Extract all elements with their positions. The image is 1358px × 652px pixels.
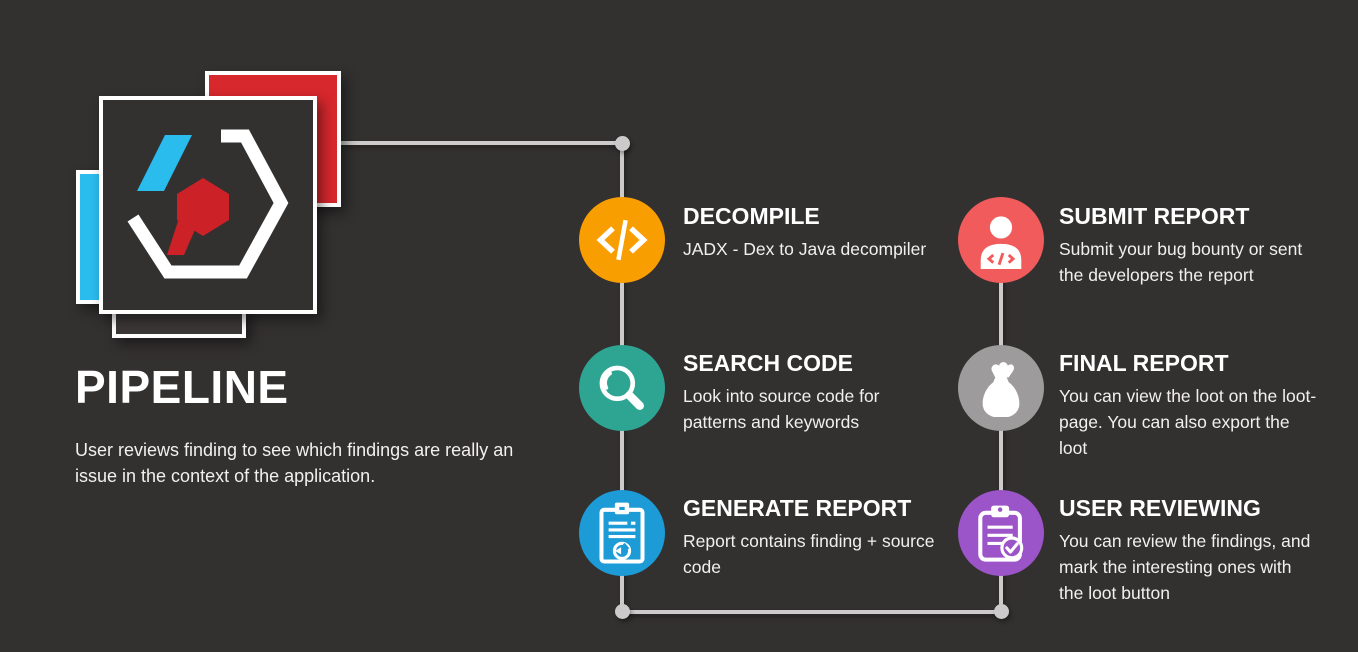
step-search-code-circle: [579, 345, 665, 431]
code-icon: [596, 219, 648, 261]
step-user-reviewing: USER REVIEWING You can review the findin…: [1059, 493, 1317, 606]
clipboard-check-icon: [978, 505, 1024, 562]
step-title: GENERATE REPORT: [683, 495, 912, 521]
step-title: SEARCH CODE: [683, 350, 853, 376]
connector-dot-bottom-left: [615, 604, 630, 619]
step-decompile-circle: [579, 197, 665, 283]
step-title: SUBMIT REPORT: [1059, 203, 1250, 229]
step-description: Look into source code for patterns and k…: [683, 386, 880, 432]
step-submit-report-circle: [958, 197, 1044, 283]
step-description: JADX - Dex to Java decompiler: [683, 239, 927, 259]
logo-main-square: [99, 96, 317, 314]
step-decompile: DECOMPILE JADX - Dex to Java decompiler: [683, 201, 941, 262]
page-title: PIPELINE: [75, 361, 289, 413]
connector-line-top: [330, 141, 624, 145]
step-user-reviewing-circle: [958, 490, 1044, 576]
step-description: Report contains finding + source code: [683, 531, 935, 577]
step-final-report: FINAL REPORT You can view the loot on th…: [1059, 348, 1317, 461]
page-subtitle: User reviews finding to see which findin…: [75, 440, 514, 486]
step-generate-report-circle: [579, 490, 665, 576]
code-hexagon-logo-icon: [127, 129, 289, 279]
step-submit-report: SUBMIT REPORT Submit your bug bounty or …: [1059, 201, 1317, 288]
step-final-report-circle: [958, 345, 1044, 431]
step-description: Submit your bug bounty or sent the devel…: [1059, 239, 1303, 285]
step-description: You can view the loot on the loot-page. …: [1059, 386, 1317, 458]
connector-line-bottom: [620, 610, 1003, 614]
step-title: FINAL REPORT: [1059, 350, 1229, 376]
report-clipboard-icon: [599, 502, 645, 564]
connector-dot-bottom-right: [994, 604, 1009, 619]
step-description: You can review the findings, and mark th…: [1059, 531, 1311, 603]
person-code-icon: [980, 216, 1022, 269]
step-search-code: SEARCH CODE Look into source code for pa…: [683, 348, 941, 435]
step-generate-report: GENERATE REPORT Report contains finding …: [683, 493, 941, 580]
step-title: USER REVIEWING: [1059, 495, 1261, 521]
magnifier-icon: [599, 365, 644, 410]
step-title: DECOMPILE: [683, 203, 820, 229]
connector-dot-top: [615, 136, 630, 151]
loot-bag-icon: [982, 362, 1020, 417]
